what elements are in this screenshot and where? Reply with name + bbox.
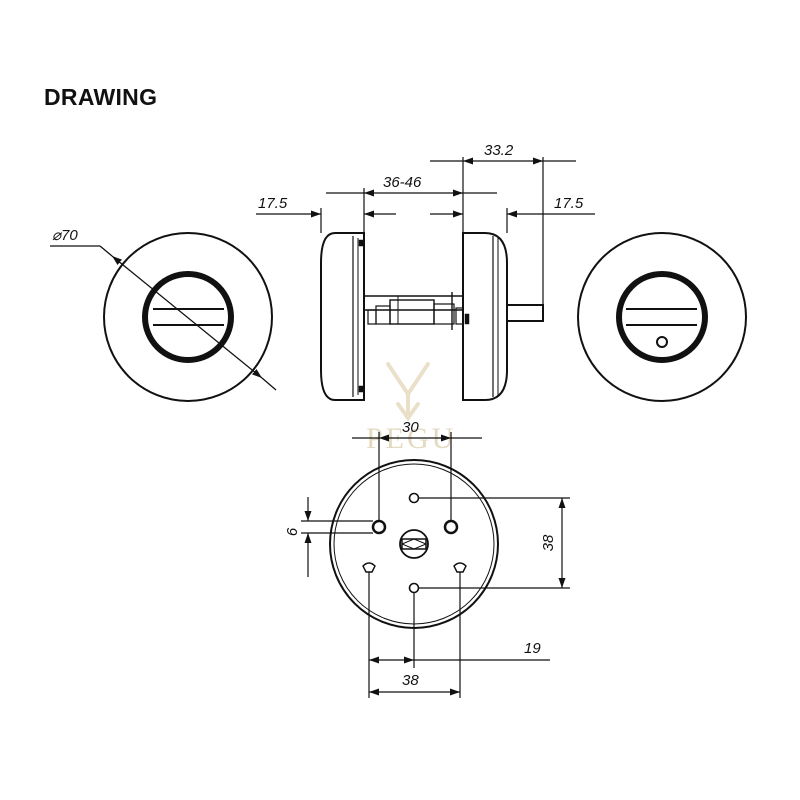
side-view (320, 232, 544, 401)
door-range-label: 36-46 (383, 174, 422, 191)
back-plate-dimensions (301, 432, 570, 698)
vertical-spacing-label: 38 (540, 534, 557, 551)
depth-right-label: 17.5 (554, 195, 584, 212)
horizontal-spacing-label: 38 (402, 672, 419, 689)
front-view-turn (50, 232, 277, 402)
hole-spacing-label: 30 (402, 419, 419, 436)
center-offset-label: 19 (524, 640, 541, 657)
spindle-label: 33.2 (484, 142, 514, 159)
diameter-label: ⌀70 (52, 227, 78, 244)
hole-size-label: 6 (284, 527, 301, 536)
page-title: DRAWING (44, 84, 158, 110)
emergency-release-slot-icon (656, 336, 668, 348)
depth-left-label: 17.5 (258, 195, 288, 212)
side-dimensions (256, 157, 595, 305)
front-view-indicator (577, 232, 747, 402)
